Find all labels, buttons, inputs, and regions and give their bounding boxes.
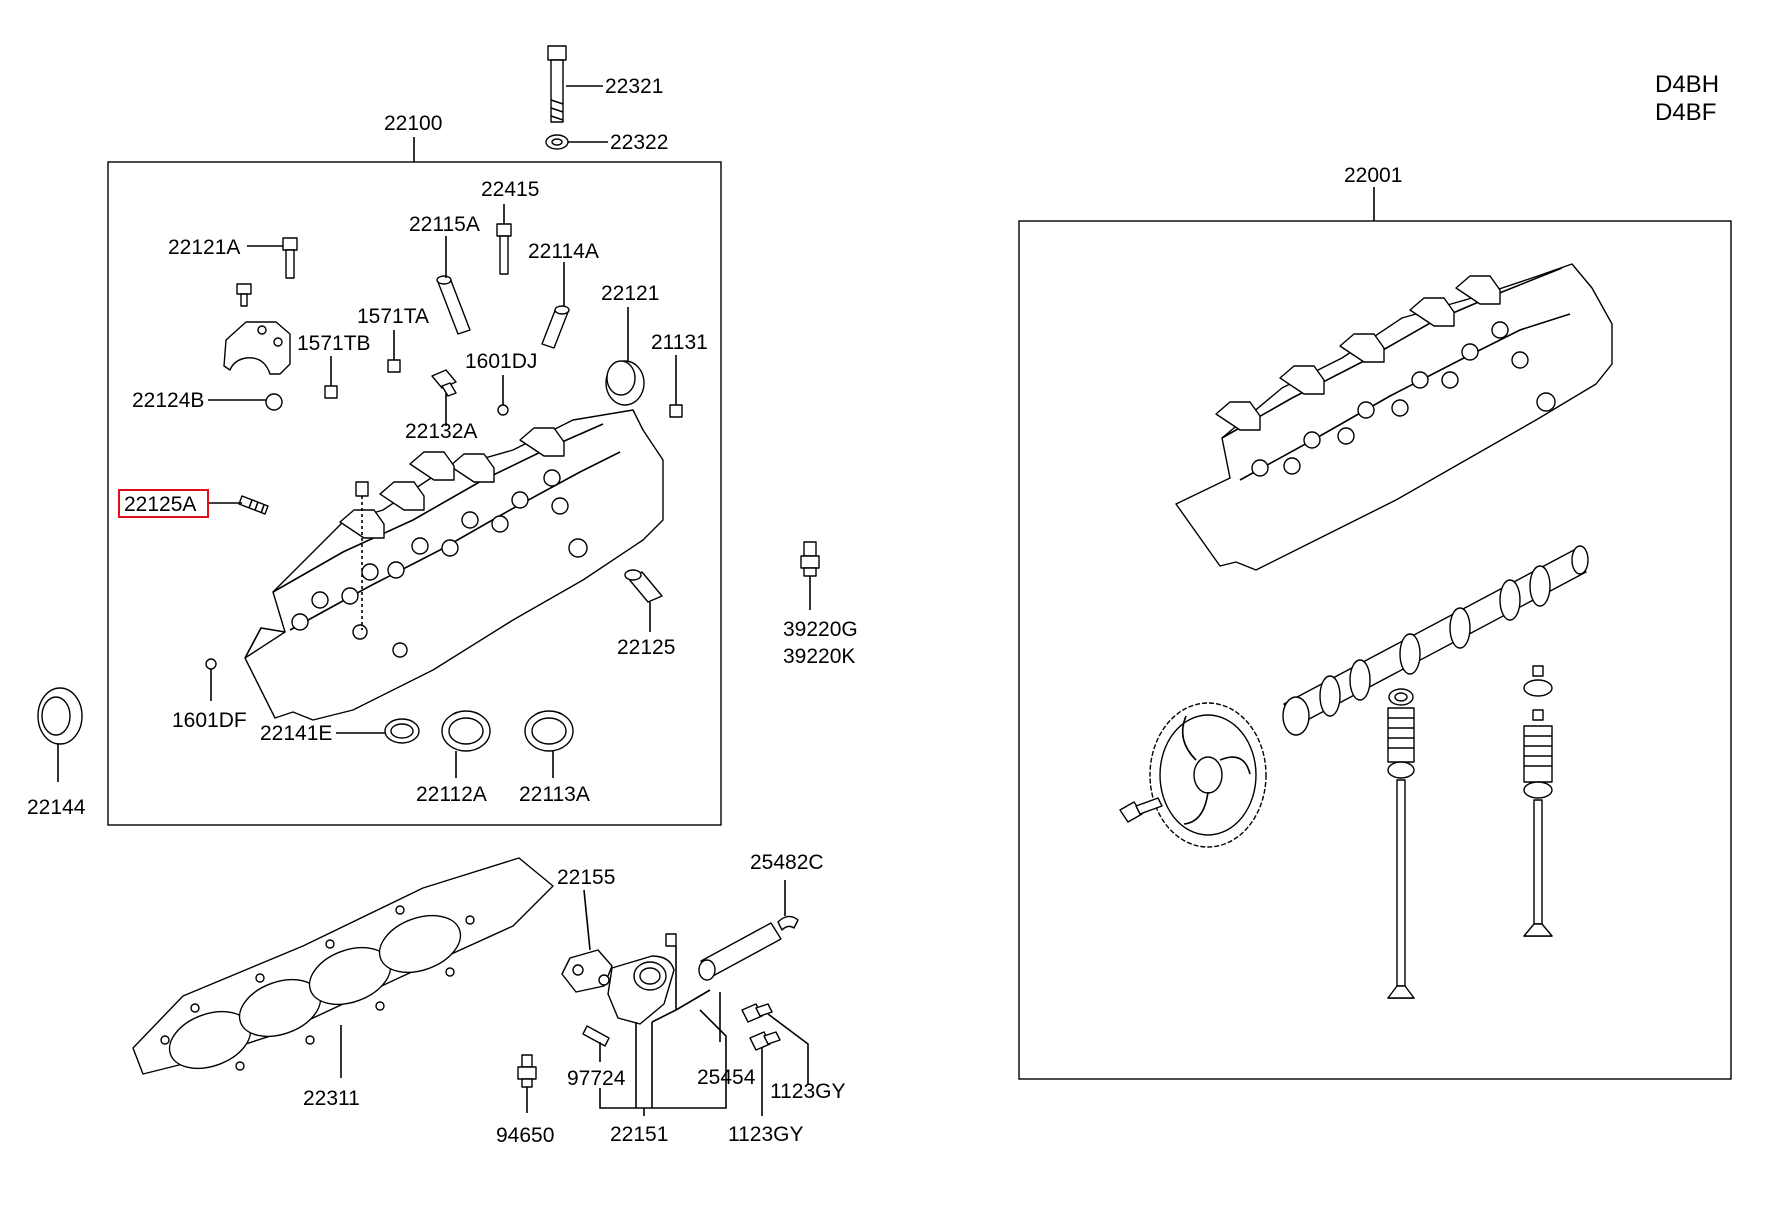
part-label-25482c[interactable]: 25482C: [750, 851, 824, 874]
part-label-39220k[interactable]: 39220K: [783, 645, 855, 668]
part-label-1571tb[interactable]: 1571TB: [297, 332, 371, 355]
part-label-22112a[interactable]: 22112A: [416, 783, 487, 806]
sleeve-22125-part: [624, 569, 663, 603]
oil-seal-22144-part: [37, 687, 83, 745]
part-label-97724[interactable]: 97724: [567, 1067, 626, 1090]
part-label-22121[interactable]: 22121: [601, 282, 659, 305]
sensor-94650-part: [517, 1054, 537, 1088]
engine-code-d4bf: D4BF: [1655, 99, 1716, 126]
steel-ball-1601dj-part: [497, 404, 509, 416]
highlight-22125a: [118, 489, 209, 518]
part-label-22001[interactable]: 22001: [1344, 164, 1402, 187]
part-label-22141e[interactable]: 22141E: [260, 722, 332, 745]
plug-outlet-part: [665, 933, 677, 947]
part-label-22151[interactable]: 22151: [610, 1123, 668, 1146]
temp-sensor-part: [800, 541, 820, 577]
bolt-1123gy-a-part: [741, 1003, 773, 1023]
part-label-22415[interactable]: 22415: [481, 178, 539, 201]
seal-22112a-part: [441, 710, 491, 752]
bolt-22415-part: [496, 223, 512, 275]
engine-code-d4bh: D4BH: [1655, 71, 1719, 98]
exhaust-guide-part: [541, 305, 570, 349]
part-label-22125a[interactable]: 22125A: [124, 493, 196, 516]
valve-train-intake-part: [1523, 665, 1553, 937]
head-bolt-part: [547, 45, 567, 123]
outlet-gasket-part: [561, 949, 613, 993]
part-label-22113a[interactable]: 22113A: [519, 783, 590, 806]
stud-22125a-part: [238, 495, 269, 515]
head-gasket-part: [132, 857, 554, 1075]
camshaft-part: [1282, 545, 1589, 736]
dowel-pin-part: [265, 393, 283, 411]
fitting-22132a-part: [431, 369, 457, 397]
cylinder-head-assy-box: [1018, 220, 1732, 1080]
sprocket-bolt-part: [1119, 797, 1163, 823]
cam-cap-part: [605, 360, 645, 406]
seal-22113a-part: [524, 710, 574, 752]
valve-guide-part: [436, 275, 471, 335]
part-label-21131[interactable]: 21131: [651, 331, 708, 354]
part-label-39220g[interactable]: 39220G: [783, 618, 858, 641]
cylinder-head-assy-part: [1175, 263, 1613, 571]
plug-21131-part: [669, 404, 683, 418]
bypass-pipe-part: [698, 922, 782, 981]
bolt-1123gy-b-part: [749, 1031, 781, 1051]
part-label-1123gy-b[interactable]: 1123GY: [728, 1123, 804, 1146]
steel-ball-1601df-part: [205, 658, 217, 670]
part-label-22100[interactable]: 22100: [384, 112, 442, 135]
part-label-1601df[interactable]: 1601DF: [172, 709, 247, 732]
part-label-22311[interactable]: 22311: [303, 1087, 360, 1110]
plug-1571tb-part: [324, 385, 338, 399]
part-label-22125[interactable]: 22125: [617, 636, 675, 659]
part-label-22321[interactable]: 22321: [605, 75, 663, 98]
plug-1571ta-part: [387, 359, 401, 373]
water-outlet-part: [607, 955, 675, 1025]
part-label-1601dj[interactable]: 1601DJ: [465, 350, 537, 373]
clamp-25482c-part: [777, 915, 799, 931]
part-label-22114a[interactable]: 22114A: [528, 240, 599, 263]
part-label-22132a[interactable]: 22132A: [405, 420, 477, 443]
part-label-1123gy-a[interactable]: 1123GY: [770, 1080, 846, 1103]
plug-top-part: [355, 481, 369, 497]
cam-seal-22141e-part: [384, 718, 420, 744]
part-label-22121a[interactable]: 22121A: [168, 236, 240, 259]
part-label-1571ta[interactable]: 1571TA: [357, 305, 429, 328]
part-label-22322[interactable]: 22322: [610, 131, 668, 154]
bearing-cap-part: [223, 321, 291, 375]
cam-sprocket-part: [1149, 702, 1267, 848]
part-label-22155[interactable]: 22155: [557, 866, 615, 889]
part-label-22115a[interactable]: 22115A: [409, 213, 480, 236]
bolt-22121a-part: [282, 237, 298, 279]
cylinder-head-part: [244, 409, 664, 721]
rocker-bolt-part: [236, 283, 252, 307]
stud-97724-part: [582, 1025, 610, 1047]
part-label-94650[interactable]: 94650: [496, 1124, 554, 1147]
part-label-22124b[interactable]: 22124B: [132, 389, 204, 412]
part-label-22144[interactable]: 22144: [27, 796, 86, 819]
valve-train-exhaust-part: [1387, 688, 1415, 999]
